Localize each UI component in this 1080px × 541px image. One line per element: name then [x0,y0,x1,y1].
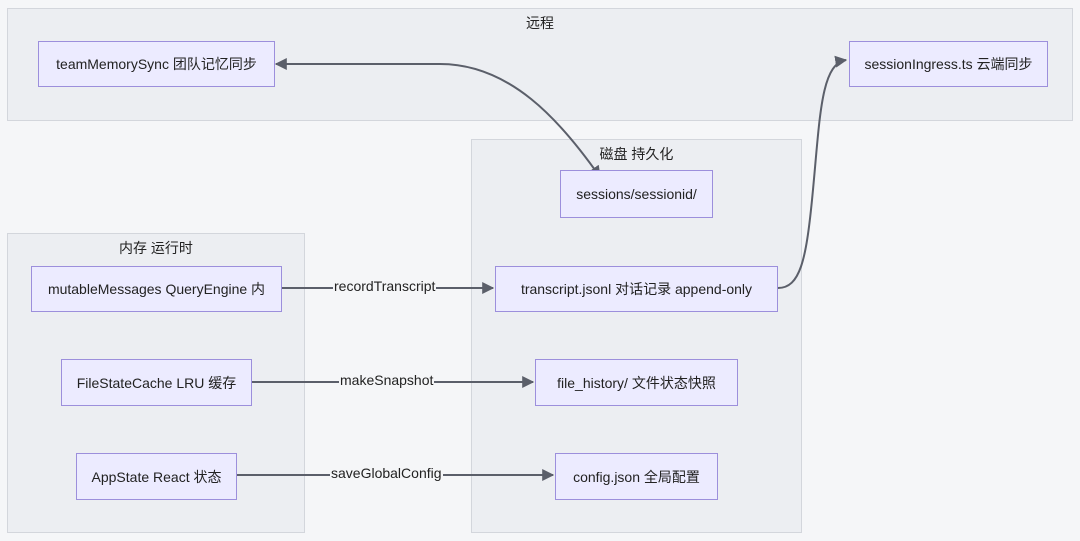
edge-label-save-global-config: saveGlobalConfig [330,465,443,481]
edge-label-record-transcript: recordTranscript [333,278,437,294]
node-session-ingress[interactable]: sessionIngress.ts 云端同步 [849,41,1048,87]
node-file-history[interactable]: file_history/ 文件状态快照 [535,359,738,406]
node-config-json[interactable]: config.json 全局配置 [555,453,718,500]
edge-label-make-snapshot: makeSnapshot [339,372,435,388]
node-file-state-cache[interactable]: FileStateCache LRU 缓存 [61,359,252,406]
node-transcript[interactable]: transcript.jsonl 对话记录 append-only [495,266,778,312]
node-team-memory-sync[interactable]: teamMemorySync 团队记忆同步 [38,41,275,87]
cluster-remote-title: 远程 [526,15,554,31]
cluster-memory-title: 内存 运行时 [119,240,193,256]
node-app-state[interactable]: AppState React 状态 [76,453,237,500]
node-mutable-messages[interactable]: mutableMessages QueryEngine 内 [31,266,282,312]
node-sessions-dir[interactable]: sessions/sessionid/ [560,170,713,218]
cluster-disk-title: 磁盘 持久化 [599,146,674,162]
